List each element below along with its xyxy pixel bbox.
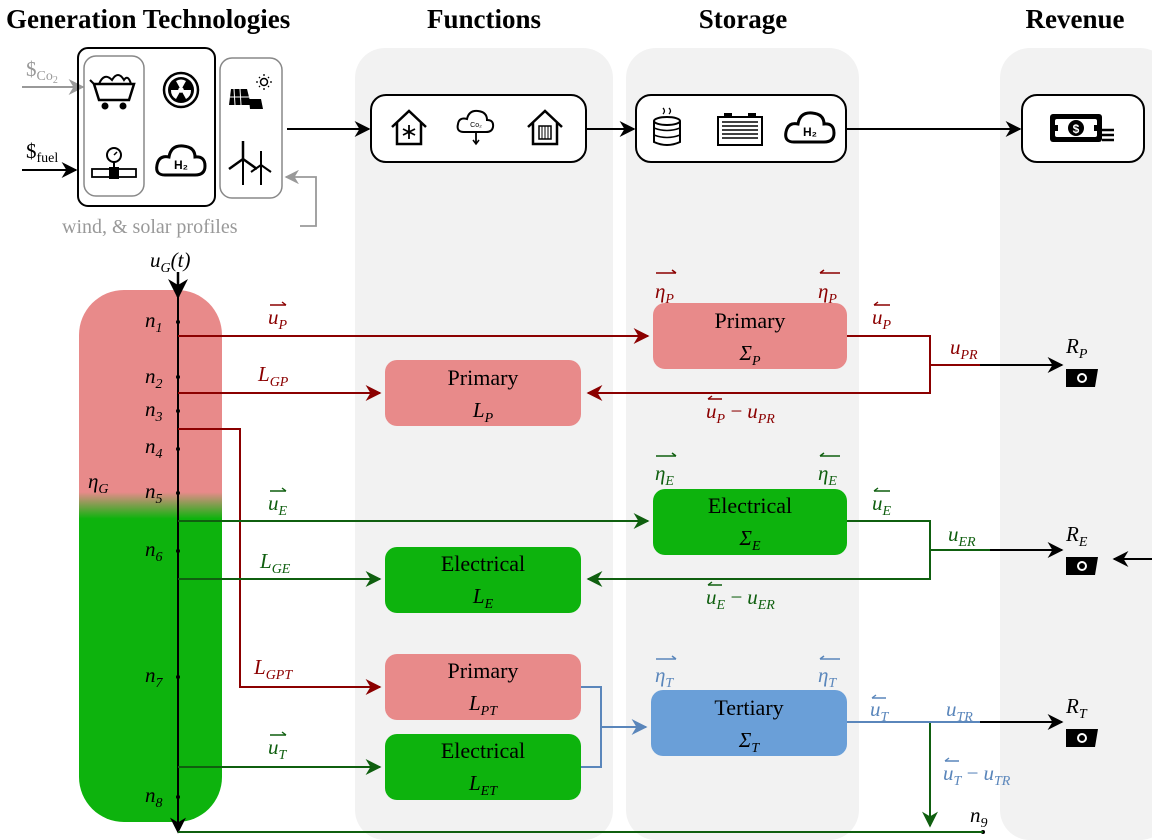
function-box-electrical-LE	[385, 547, 581, 613]
eta-t-out: ηT	[818, 663, 837, 691]
storage-box-primary-title: Primary	[715, 308, 786, 333]
storage-box-primary-symbol: ΣP	[738, 341, 760, 369]
battery-icon	[717, 113, 763, 146]
storage-box-electrical-symbol: ΣE	[738, 526, 760, 554]
fuel-price-label: $fuel	[26, 139, 58, 166]
revenue-cash-icon-E	[1066, 557, 1098, 575]
wind-turbine-icon	[228, 141, 272, 185]
header-functions: Functions	[427, 4, 541, 34]
cooling-house-icon	[391, 109, 427, 146]
node-dots	[176, 320, 985, 834]
label-uT-out: uT	[870, 697, 890, 725]
eta-e-in: ηE	[655, 461, 674, 489]
generation-signal-label: uG(t)	[150, 248, 190, 276]
revenue-RE: RE	[1065, 522, 1088, 550]
hydrogen-cloud-icon: H₂	[155, 144, 207, 177]
eta-p-out: ηP	[818, 279, 837, 307]
storage-box-tertiary	[651, 690, 847, 756]
revenue-cash-icon-T	[1066, 729, 1098, 747]
hydrogen-storage-icon: H₂	[784, 111, 836, 144]
svg-text:$: $	[1073, 122, 1080, 136]
node-labels: n1 n2 n3 n4 n5 n6 n7 n8 n9	[145, 308, 988, 831]
function-box-primary-LPT-title: Primary	[448, 658, 519, 683]
node-n1: n1	[145, 308, 163, 336]
label-uE-back: uE−uER	[706, 585, 775, 613]
coal-cart-icon	[89, 74, 136, 110]
co2-price-label: $Co2	[26, 57, 58, 86]
function-box-primary-LP-title: Primary	[448, 365, 519, 390]
functions-column-bg	[355, 48, 613, 840]
label-uP-in: uP	[268, 305, 288, 333]
eta-p-in: ηP	[655, 279, 674, 307]
revenue-cash-icon-P	[1066, 369, 1098, 387]
bus-efficiency-label: ηG	[88, 469, 109, 497]
label-LGE: LGE	[259, 549, 291, 577]
function-box-primary-LPT-symbol: LPT	[468, 691, 498, 719]
label-uT-in: uT	[268, 735, 288, 763]
fuel-tech-subgroup	[83, 55, 145, 197]
eta-e-out: ηE	[818, 461, 837, 489]
label-uP-back: uP−uPR	[706, 399, 775, 427]
function-box-electrical-LET-title: Electrical	[441, 738, 525, 763]
svg-text:Co₂: Co₂	[470, 122, 482, 129]
node-n7: n7	[145, 663, 164, 691]
header-revenue: Revenue	[1026, 4, 1125, 34]
renewables-group	[219, 57, 283, 199]
label-uPR: uPR	[950, 335, 978, 363]
label-LGPT: LGPT	[253, 655, 293, 683]
gas-pipeline-icon	[91, 147, 137, 179]
solar-panel-icon	[229, 74, 272, 109]
storage-box-electrical-title: Electrical	[708, 493, 792, 518]
thermal-storage-icon	[653, 107, 681, 146]
label-uTR: uTR	[946, 697, 973, 725]
label-LGP: LGP	[257, 362, 289, 390]
storage-box-tertiary-symbol: ΣT	[738, 728, 760, 756]
storage-box-primary	[653, 303, 847, 369]
label-uP-out: uP	[872, 305, 892, 333]
header-generation: Generation Technologies	[6, 4, 290, 34]
generation-bus	[79, 290, 222, 822]
money-icon: $	[1050, 114, 1114, 142]
node-n9: n9	[970, 803, 988, 831]
node-n5: n5	[145, 479, 163, 507]
svg-text:H₂: H₂	[174, 158, 188, 172]
function-box-electrical-LET-symbol: LET	[468, 771, 498, 799]
function-box-primary-LP	[385, 360, 581, 426]
label-uER: uER	[948, 522, 976, 550]
label-uT-back: uT−uTR	[943, 761, 1011, 789]
label-uE-out: uE	[872, 491, 892, 519]
function-box-primary-LPT	[385, 654, 581, 720]
thermal-tech-group	[77, 47, 216, 207]
nuclear-icon	[162, 71, 200, 109]
node-n6: n6	[145, 537, 163, 565]
eta-t-in: ηT	[655, 663, 674, 691]
label-uE-in: uE	[268, 491, 288, 519]
co2-capture-icon: Co₂	[456, 109, 495, 146]
heating-house-icon	[527, 109, 563, 146]
node-n3: n3	[145, 397, 163, 425]
revenue-RP: RP	[1065, 334, 1088, 362]
node-n2: n2	[145, 364, 163, 392]
storage-box-electrical	[653, 489, 847, 555]
node-n4: n4	[145, 434, 163, 462]
header-storage: Storage	[699, 4, 787, 34]
profiles-feedback-arrow	[284, 169, 317, 227]
profiles-label: wind, & solar profiles	[62, 216, 238, 238]
function-box-electrical-LET	[385, 734, 581, 800]
storage-column-bg	[626, 48, 859, 840]
function-box-primary-LP-symbol: LP	[472, 398, 494, 426]
function-box-electrical-LE-symbol: LE	[472, 584, 494, 612]
storage-box-tertiary-title: Tertiary	[714, 695, 783, 720]
flow-LGPT	[178, 428, 382, 695]
revenue-RT: RT	[1065, 694, 1088, 722]
revenue-column-bg	[1000, 48, 1152, 840]
node-n8: n8	[145, 783, 163, 811]
function-box-electrical-LE-title: Electrical	[441, 551, 525, 576]
svg-text:H₂: H₂	[803, 125, 817, 139]
